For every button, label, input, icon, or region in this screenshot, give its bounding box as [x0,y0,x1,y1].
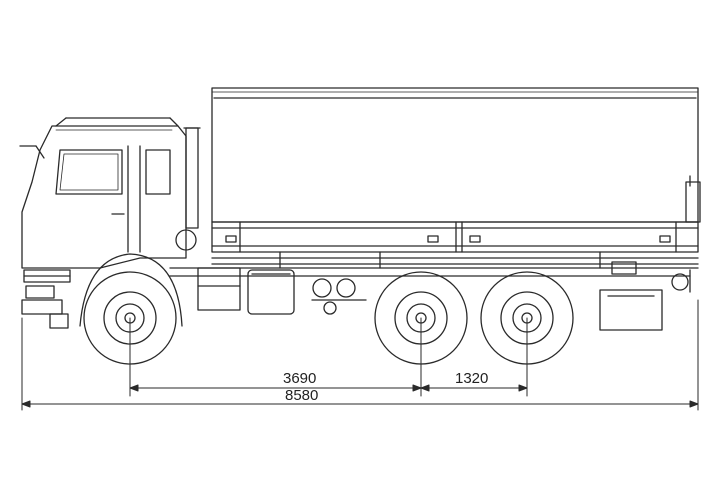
cab-rear-window [145,149,171,195]
cargo-canopy [211,87,701,223]
dimension-lines [21,299,699,411]
side-mirror [19,145,45,159]
overall-length-label: 8580 [285,387,318,404]
cab [21,117,187,269]
grille [23,269,71,299]
air-tanks [311,278,367,315]
cargo-bed [211,221,699,265]
cab-window [55,149,123,195]
exhaust-stack [175,127,201,251]
spare-wheel-carrier [599,289,663,331]
front-fender [79,253,183,327]
rear-lights [611,261,691,293]
wheelbase-front-label: 3690 [283,370,316,387]
battery-box [197,267,241,311]
chassis-frame [169,251,699,277]
bumper [21,299,69,329]
fuel-tank [247,269,295,315]
cab-door [111,145,141,253]
wheelbase-rear-label: 1320 [455,370,488,387]
